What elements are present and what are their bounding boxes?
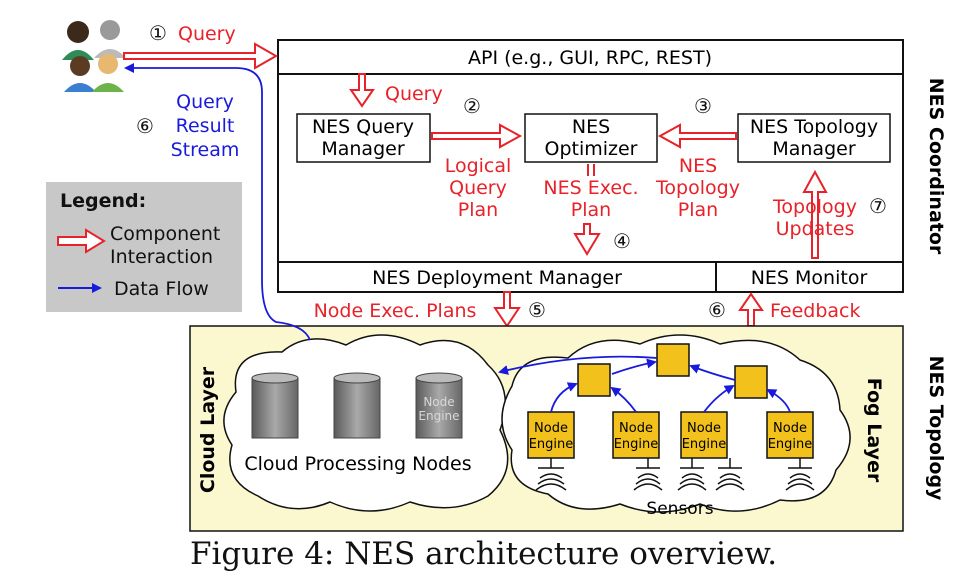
server-rack-icon	[251, 372, 299, 439]
server-rack-icon: Node Engine	[415, 372, 463, 439]
node-engine-label-2: Engine	[682, 437, 727, 452]
node-engine[interactable]: Node Engine	[527, 411, 575, 459]
sensors-label: Sensors	[646, 499, 713, 519]
legend-interaction-label-1: Component	[110, 223, 220, 245]
interaction-labels: ① Query Query ② Logical Query Plan ③ NES…	[149, 21, 887, 322]
internal-query-label: Query	[385, 83, 443, 105]
result-stream-arrow	[124, 63, 311, 341]
sensor-wave-icon	[785, 458, 815, 491]
step-6-result-marker: ⑥	[136, 114, 154, 138]
topology-updates-label-1: Topology	[772, 196, 857, 218]
sensor-wave-icon	[633, 458, 663, 491]
arrow-stubs	[587, 164, 819, 258]
result-label-3: Stream	[171, 139, 240, 161]
node-engine-label-2: Engine	[614, 437, 659, 452]
result-label-2: Result	[176, 115, 235, 137]
nes-coordinator: API (e.g., GUI, RPC, REST) NES Query Man…	[277, 39, 947, 293]
fog-node[interactable]	[656, 343, 690, 377]
legend-interaction-arrow	[57, 228, 106, 254]
logical-plan-arrow	[431, 123, 523, 149]
monitor-box[interactable]: NES Monitor	[715, 262, 868, 292]
topology-plan-label-2: Topology	[655, 177, 740, 199]
topology-manager-box[interactable]: NES Topology Manager	[737, 113, 891, 163]
deployment-manager-label: NES Deployment Manager	[372, 267, 622, 289]
server-watermark-1: Node	[423, 395, 454, 409]
node-engine-label-1: Node	[773, 421, 807, 436]
query-label: Query	[178, 23, 236, 45]
step-5-marker: ⑤	[528, 298, 546, 322]
legend: Legend: Component Interaction Data Flow	[46, 182, 242, 312]
node-engine-label-1: Node	[619, 421, 653, 436]
optimizer-box[interactable]: NES Optimizer	[524, 113, 658, 163]
node-engine-label-1: Node	[534, 421, 568, 436]
feedback-label: Feedback	[770, 300, 860, 322]
logical-plan-label-2: Query	[449, 177, 507, 199]
node-exec-plans-arrow	[493, 291, 521, 328]
exec-plan-arrow	[573, 223, 601, 256]
legend-interaction-label-2: Interaction	[110, 246, 213, 268]
nes-topology: NES Topology Cloud Layer Node Engine Clo…	[189, 325, 947, 532]
step-4-marker: ④	[613, 229, 631, 253]
node-exec-plans-label: Node Exec. Plans	[314, 300, 477, 322]
legend-dataflow-label: Data Flow	[114, 278, 209, 300]
topology-side-label: NES Topology	[925, 356, 947, 501]
step-1-marker: ①	[149, 21, 167, 45]
optimizer-label-1: NES	[572, 116, 610, 138]
sensor-wave-icon	[535, 458, 567, 491]
api-to-query-manager-arrow	[349, 73, 375, 108]
api-label: API (e.g., GUI, RPC, REST)	[468, 47, 712, 69]
node-engine-label-1: Node	[687, 421, 721, 436]
node-engine-label-2: Engine	[529, 437, 574, 452]
node-engine-label-2: Engine	[768, 437, 813, 452]
logical-plan-label-3: Plan	[458, 199, 498, 221]
exec-plan-label-1: NES Exec.	[543, 177, 638, 199]
topology-plan-label-3: Plan	[678, 199, 718, 221]
result-label-1: Query	[176, 91, 234, 113]
data-flow-arrows	[498, 355, 791, 413]
fog-node[interactable]	[734, 365, 768, 399]
query-manager-label-1: NES Query	[312, 116, 414, 138]
legend-title: Legend:	[60, 190, 146, 212]
deployment-manager-box[interactable]: NES Deployment Manager	[278, 261, 903, 289]
monitor-label: NES Monitor	[751, 267, 868, 289]
node-engine[interactable]: Node Engine	[680, 411, 728, 459]
server-watermark-2: Engine	[418, 409, 459, 423]
node-engine[interactable]: Node Engine	[612, 411, 660, 459]
topology-updates-label-2: Updates	[776, 218, 855, 240]
logical-plan-label-1: Logical	[445, 155, 512, 177]
feedback-arrow	[738, 292, 764, 327]
topology-manager-label-1: NES Topology	[750, 116, 878, 138]
query-manager-label-2: Manager	[321, 138, 404, 160]
coordinator-side-label: NES Coordinator	[925, 78, 947, 255]
node-engine[interactable]: Node Engine	[766, 411, 814, 459]
topology-plan-label-1: NES	[679, 155, 717, 177]
query-arrow	[123, 42, 279, 70]
topology-manager-label-2: Manager	[772, 138, 855, 160]
step-6-marker: ⑥	[708, 298, 726, 322]
users-icon	[62, 20, 126, 92]
figure-caption: Figure 4: NES architecture overview.	[189, 536, 778, 572]
server-rack-icon	[333, 372, 381, 439]
interaction-arrows	[123, 42, 828, 328]
topology-plan-arrow	[657, 123, 737, 149]
api-box[interactable]: API (e.g., GUI, RPC, REST)	[278, 47, 903, 75]
sensor-wave-icon	[715, 458, 745, 491]
exec-plan-label-2: Plan	[571, 199, 611, 221]
step-7-marker: ⑦	[869, 194, 887, 218]
cloud-nodes-label: Cloud Processing Nodes	[244, 453, 471, 475]
optimizer-label-2: Optimizer	[544, 138, 637, 160]
query-manager-box[interactable]: NES Query Manager	[296, 113, 431, 163]
fog-node[interactable]	[577, 363, 611, 397]
result-stream-labels: ⑥ Query Result Stream	[136, 91, 239, 161]
step-2-marker: ②	[463, 94, 481, 118]
cloud-layer-label: Cloud Layer	[197, 366, 219, 493]
step-3-marker: ③	[694, 94, 712, 118]
fog-layer-label: Fog Layer	[863, 378, 885, 483]
sensor-wave-icon	[677, 458, 707, 491]
